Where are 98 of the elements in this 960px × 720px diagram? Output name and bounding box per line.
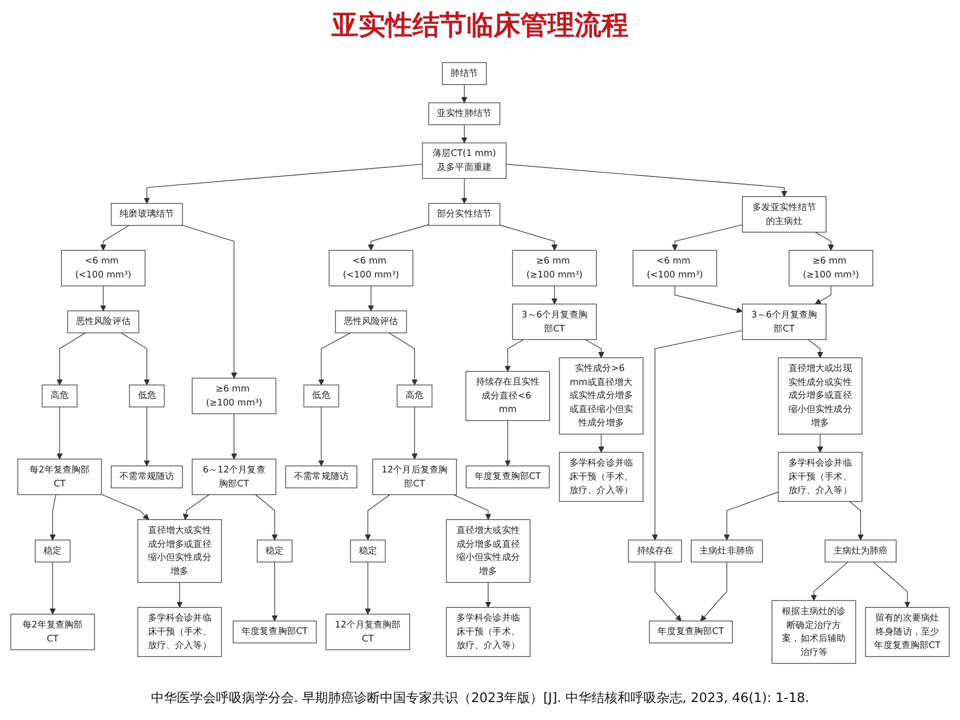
arrow xyxy=(551,286,558,304)
arrow xyxy=(182,494,210,520)
arrow xyxy=(506,164,788,197)
arrow xyxy=(318,332,351,386)
process-box: 不需常规随访 xyxy=(110,466,183,488)
arrow xyxy=(814,286,832,304)
process-box: <6 mm (<100 mm³) xyxy=(328,250,414,286)
process-box: 亚实性肺结节 xyxy=(428,102,500,126)
arrow xyxy=(810,562,848,601)
arrow xyxy=(672,224,743,251)
arrow xyxy=(388,332,418,386)
arrow xyxy=(144,406,150,466)
process-box: 3～6个月复查胸部CT xyxy=(742,304,826,340)
process-box: ≥6 mm (≥100 mm³) xyxy=(788,250,874,286)
arrow xyxy=(101,494,150,520)
arrow xyxy=(814,232,834,251)
diagram-title: 亚实性结节临床管理流程 xyxy=(332,10,628,42)
arrow xyxy=(461,124,468,144)
arrow xyxy=(368,224,430,251)
arrow xyxy=(598,434,604,453)
process-box: 低危 xyxy=(303,384,340,408)
arrow xyxy=(144,164,423,204)
process-box: 多学科会诊并临床干预（手术、放疗、介入等） xyxy=(778,452,862,502)
arrow xyxy=(364,562,371,614)
process-box: <6 mm (<100 mm³) xyxy=(61,250,146,286)
process-box: 多学科会诊并临床干预（手术、放疗、介入等） xyxy=(446,607,530,657)
arrow xyxy=(100,286,106,312)
arrow xyxy=(585,339,604,358)
process-box: 恶性风险评估 xyxy=(67,310,140,334)
arrow xyxy=(364,494,390,540)
process-box: 多学科会诊并临床干预（手术、放疗、介入等） xyxy=(137,607,222,657)
process-box: 12个月后复查胸部CT xyxy=(372,458,457,496)
arrow xyxy=(272,562,278,622)
arrow xyxy=(230,413,238,460)
arrow xyxy=(120,332,150,386)
process-box: 不需常规随访 xyxy=(285,466,358,488)
arrow xyxy=(182,225,238,378)
process-box: 肺结节 xyxy=(442,62,487,85)
arrow xyxy=(50,494,56,540)
process-box: <6 mm (<100 mm³) xyxy=(632,250,718,286)
arrow xyxy=(817,434,824,453)
process-box: 恶性风险评估 xyxy=(335,310,407,334)
process-box: 主病灶为肺癌 xyxy=(824,540,897,562)
process-box: 高危 xyxy=(42,384,78,408)
process-box: 直径增大或实性成分增多或直径缩小但实性成分增多 xyxy=(137,519,222,583)
process-box: 留有的次要病灶终身随访，至少年度复查胸部CT xyxy=(865,607,950,657)
arrow xyxy=(318,406,324,466)
process-box: 稳定 xyxy=(34,540,70,562)
process-box: 实性成分>6 mm或直径增大或实性成分增多或直径缩小但实性成分增多 xyxy=(559,357,644,435)
arrow xyxy=(461,84,468,104)
process-box: ≥6 mm (≥100 mm³) xyxy=(512,250,597,286)
arrow xyxy=(808,339,824,358)
arrow xyxy=(504,420,511,466)
process-box: 稳定 xyxy=(256,540,292,562)
process-box: 持续存在 xyxy=(628,540,682,562)
arrow xyxy=(504,339,524,372)
arrow xyxy=(461,178,468,204)
process-box: 薄层CT(1 mm)及多平面重建 xyxy=(422,142,507,179)
arrow xyxy=(100,225,130,251)
arrow xyxy=(255,494,278,540)
arrow xyxy=(849,501,864,540)
arrow xyxy=(724,492,779,540)
arrow xyxy=(485,582,492,608)
process-box: 直径增大或出现实性成分或实性成分增多或直径缩小但实性成分增多 xyxy=(778,357,862,435)
arrow xyxy=(176,582,183,608)
process-box: 年度复查胸部CT xyxy=(649,620,733,644)
process-box: 多发亚实性结节的主病灶 xyxy=(742,196,826,233)
process-box: 高危 xyxy=(396,384,432,408)
arrow xyxy=(453,494,492,520)
process-box: 主病灶非肺癌 xyxy=(690,540,763,562)
process-box: 直径增大或实性成分增多或直径缩小但实性成分增多 xyxy=(446,519,530,583)
source-caption: 中华医学会呼吸病学分会. 早期肺癌诊断中国专家共识（2023年版）[J]. 中华结核和呼吸杂志, 2023, 46(1): 1-18. xyxy=(150,691,810,708)
arrow xyxy=(50,562,56,614)
arrow xyxy=(500,224,558,251)
process-box: 12个月复查胸部CT xyxy=(326,614,410,650)
arrow xyxy=(368,286,374,312)
arrow xyxy=(872,562,910,608)
process-box: 3～6个月复查胸部CT xyxy=(512,304,597,340)
process-box: 低危 xyxy=(129,384,165,408)
arrow xyxy=(56,332,86,386)
process-box: 每2年复查胸部CT xyxy=(10,614,95,650)
process-box: 每2年复查胸部CT xyxy=(17,458,102,496)
process-box: 部分实性结节 xyxy=(428,203,500,226)
process-box: 6～12个月复查胸部CT xyxy=(192,458,276,496)
process-box: 稳定 xyxy=(350,540,386,562)
process-box: 纯磨玻璃结节 xyxy=(110,203,183,226)
arrow xyxy=(412,406,418,460)
process-box: 年度复查胸部CT xyxy=(466,466,550,488)
arrow xyxy=(654,562,682,622)
arrow xyxy=(674,286,743,314)
arrow xyxy=(56,406,63,460)
process-box: 持续存在且实性成分直径<6 mm xyxy=(466,371,550,421)
process-box: ≥6 mm (≥100 mm³) xyxy=(192,378,276,414)
process-box: 年度复查胸部CT xyxy=(232,620,317,644)
process-box: 根据主病灶的诊断确定治疗方案，如术后辅助治疗等 xyxy=(772,600,856,664)
arrow xyxy=(652,330,743,540)
arrow xyxy=(700,562,728,622)
process-box: 多学科会诊并临床干预（手术、放疗、介入等） xyxy=(559,452,644,502)
